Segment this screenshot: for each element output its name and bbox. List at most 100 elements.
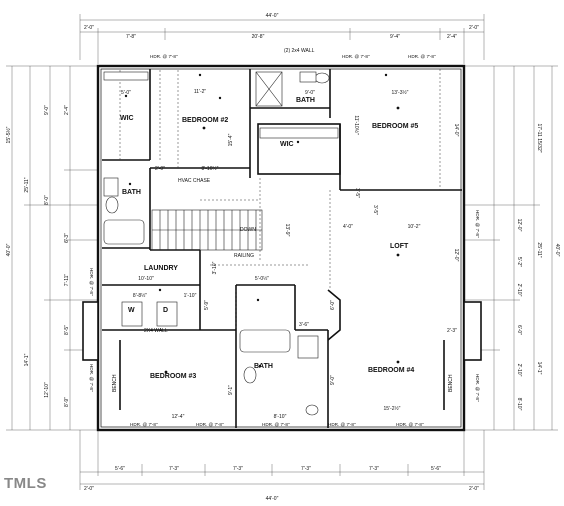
dim-8-10b: 8'-10" xyxy=(274,414,287,420)
dim-bed5-w: 13'-3½" xyxy=(392,89,409,96)
bath-left-label: BATH xyxy=(122,189,141,196)
header-label: HDR. @ 7'-8" xyxy=(328,422,356,427)
dim-top-7-8: 7'-8" xyxy=(126,34,136,40)
dashed-lines xyxy=(119,69,441,330)
dim-right-8-10: 8'-10" xyxy=(516,398,522,411)
header-label: HDR. @ 7'-8" xyxy=(196,422,224,427)
dim-bot-2-0-right: 2'-0" xyxy=(469,486,479,492)
dim-bot-7-3a: 7'-3" xyxy=(169,466,179,472)
hvac-chase-label: HVAC CHASE xyxy=(178,178,211,184)
dim-2-3: 2'-3" xyxy=(447,328,457,334)
header-label: HDR. @ 7'-8" xyxy=(342,54,370,59)
dim-10-2: 10'-2" xyxy=(408,224,421,230)
dim-top-2-0-right: 2'-0" xyxy=(469,25,479,31)
plan-notes: (2) 2x4 WALL HVAC CHASE DOWN RAILING 2X4… xyxy=(128,48,315,334)
dim-top-9-4: 9'-4" xyxy=(390,34,400,40)
dim-left-6-3: 6'-3" xyxy=(64,233,70,243)
bench-left-label: BENCH xyxy=(112,374,118,392)
dim-left-8-5: 8'-5" xyxy=(64,325,70,335)
dimension-lines xyxy=(6,14,558,490)
dim-3-10: 3'-10" xyxy=(212,261,218,274)
loft-label: LOFT xyxy=(390,243,409,250)
bedroom-2-label: BEDROOM #2 xyxy=(182,117,228,124)
dim-right-40: 40'-0" xyxy=(554,244,560,257)
bath-top-label: BATH xyxy=(296,97,315,104)
dim-15-4: 15'-4" xyxy=(228,133,234,146)
dim-left-8-9: 8'-9" xyxy=(64,397,70,407)
dim-bot-5-6a: 5'-6" xyxy=(115,466,125,472)
dim-left-10-4: 8'-0" xyxy=(44,195,50,205)
dim-bot-5-6b: 5'-6" xyxy=(431,466,441,472)
header-label-v: HDR. @ 7'-8" xyxy=(475,374,480,402)
header-label-v: HDR. @ 7'-8" xyxy=(475,210,480,238)
dim-6-0: 6'-0" xyxy=(330,300,336,310)
dim-top-2-4: 2'-4" xyxy=(447,34,457,40)
dim-right-2-10: 2'-10" xyxy=(516,284,522,297)
dim-12-4: 12'-4" xyxy=(172,414,185,420)
dim-overall-top: 44'-0" xyxy=(266,13,279,19)
dim-1-10: 1'-10" xyxy=(184,293,197,299)
bedroom-5-label: BEDROOM #5 xyxy=(372,123,418,130)
dim-2-0: 2'-0" xyxy=(155,166,165,172)
header-label: HDR. @ 7'-8" xyxy=(130,422,158,427)
dim-bed2-w: 11'-2" xyxy=(194,89,207,95)
dim-13-9: 13'-9" xyxy=(284,224,290,237)
header-label-v: HDR. @ 7'-8" xyxy=(89,268,94,296)
dim-bed5-h: 11'-10½" xyxy=(353,115,360,135)
room-labels: BEDROOM #2 BEDROOM #5 WIC WIC BATH BATH … xyxy=(112,97,454,392)
dim-12-0: 12'-0" xyxy=(453,249,459,262)
dim-top-20-8: 20'-8" xyxy=(252,34,265,40)
dim-9-0: 9'-0" xyxy=(305,90,315,96)
dim-5-0: 5'-0" xyxy=(121,90,131,96)
wic-mid-label: WIC xyxy=(280,141,294,148)
washer-label: W xyxy=(128,307,135,314)
dim-left-2-4: 2'-4" xyxy=(64,105,70,115)
wall-note: (2) 2x4 WALL xyxy=(284,48,315,54)
header-label: HDR. @ 7'-8" xyxy=(262,422,290,427)
dim-5-9: 5'-9" xyxy=(204,300,210,310)
dim-left-15-5: 15'-5½" xyxy=(5,126,12,143)
dim-bot-7-3b: 7'-3" xyxy=(233,466,243,472)
header-label: HDR. @ 7'-8" xyxy=(150,54,178,59)
dim-right-5-2: 5'-2" xyxy=(516,257,522,267)
dim-right-25-11: 25'-11" xyxy=(536,242,542,257)
dim-4-0: 4'-0" xyxy=(343,224,353,230)
dim-3-6: 3'-6" xyxy=(299,322,309,328)
bedroom-4-label: BEDROOM #4 xyxy=(368,367,414,374)
dim-9-1: 9'-1" xyxy=(228,385,234,395)
bath-mid-label: BATH xyxy=(254,363,273,370)
exterior-walls xyxy=(82,64,482,432)
dim-9-0b: 9'-0" xyxy=(330,375,336,385)
wall-2x4-label: 2X4 WALL xyxy=(144,328,168,334)
dim-right-2-10b: 2'-10" xyxy=(516,364,522,377)
dim-left-14-1: 14'-1" xyxy=(24,353,30,366)
dim-8-10: 8'-10½" xyxy=(202,165,219,172)
ceiling-lights xyxy=(124,73,400,374)
dim-left-12-10: 12'-10" xyxy=(44,382,50,398)
dim-bot-7-3d: 7'-3" xyxy=(369,466,379,472)
wic-left-label: WIC xyxy=(120,115,134,122)
bedroom-3-label: BEDROOM #3 xyxy=(150,373,196,380)
dim-5-0b: 5'-0½" xyxy=(255,275,269,282)
fixtures xyxy=(103,71,339,416)
dim-3-5: 3'-5" xyxy=(354,188,360,198)
dryer-label: D xyxy=(163,307,168,314)
interior-walls xyxy=(102,69,462,428)
dim-10-10: 10'-10" xyxy=(138,276,154,282)
header-labels: HDR. @ 7'-8" HDR. @ 7'-8" HDR. @ 7'-8" H… xyxy=(89,54,480,427)
dim-15-2: 15'-2½" xyxy=(384,405,401,412)
dim-right-12-0: 12'-0" xyxy=(516,219,522,232)
header-label: HDR. @ 7'-8" xyxy=(408,54,436,59)
dim-left-7-11: 7'-11" xyxy=(64,274,70,287)
dim-bot-7-3c: 7'-3" xyxy=(301,466,311,472)
dim-14-0: 14'-0" xyxy=(453,124,459,137)
dim-right-14-1: 14'-1" xyxy=(536,362,542,375)
dim-overall-bottom: 44'-0" xyxy=(266,496,279,502)
header-label: HDR. @ 7'-8" xyxy=(396,422,424,427)
dim-left-9-0: 9'-0" xyxy=(44,105,50,115)
railing-label: RAILING xyxy=(234,253,254,259)
dim-left-40: 40'-0" xyxy=(6,243,12,256)
dim-bot-2-0-left: 2'-0" xyxy=(84,486,94,492)
dim-8-8: 8'-8½" xyxy=(133,292,147,299)
dim-left-25-11: 25'-11" xyxy=(24,177,30,192)
